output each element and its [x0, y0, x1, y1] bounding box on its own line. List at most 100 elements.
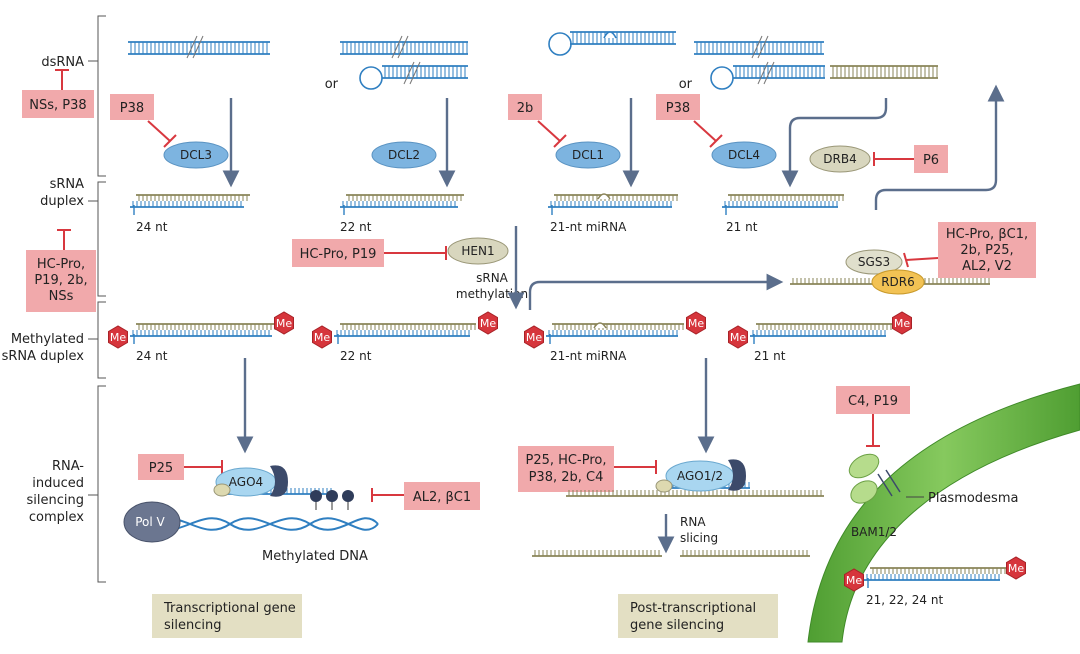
svg-text:P6: P6	[923, 153, 939, 168]
rna-slicing-label: RNA slicing	[680, 515, 718, 545]
plasmodesma: Plasmodesma BAM1/2	[848, 453, 1018, 539]
ago4-complex: AGO4	[213, 465, 334, 497]
svg-text:Me: Me	[480, 317, 496, 330]
suppressor-al2-bc1: AL2, βC1	[371, 482, 480, 510]
stage-labels: dsRNA sRNA duplex Methylated sRNA duplex…	[2, 55, 85, 525]
enzyme-rdr6: RDR6	[871, 269, 925, 295]
pathway-ptgs: Post-transcriptional gene silencing	[618, 594, 778, 638]
stage-label-dsrna: dsRNA	[41, 55, 84, 70]
svg-text:P25, HC-Pro,: P25, HC-Pro,	[526, 453, 607, 468]
svg-text:NSs, P38: NSs, P38	[29, 98, 86, 113]
stage-label-risc-4: complex	[29, 510, 84, 525]
methyl-hexagon: Me	[478, 311, 498, 335]
srna-duplex-21: 21 nt	[722, 194, 844, 234]
svg-text:P25: P25	[149, 461, 173, 476]
svg-text:HEN1: HEN1	[461, 244, 494, 258]
methylated-22: Me Me 22 nt	[312, 311, 498, 363]
srna-duplex-22: 22 nt	[340, 194, 464, 234]
enzyme-dcl2: DCL2	[371, 141, 437, 169]
svg-text:HC-Pro,: HC-Pro,	[37, 257, 85, 272]
svg-text:24 nt: 24 nt	[136, 220, 168, 234]
methyl-hexagon: Me	[274, 311, 294, 335]
srna-duplex-mirna: 21-nt miRNA	[548, 193, 678, 234]
mobile-srna: Me Me 21, 22, 24 nt	[844, 556, 1026, 607]
svg-text:DCL2: DCL2	[388, 148, 420, 162]
methyl-hexagon: Me	[312, 325, 332, 349]
suppressor-nss-p38: NSs, P38	[22, 69, 94, 118]
bam-label: BAM1/2	[851, 525, 897, 539]
suppressor-p25-group: P25, HC-Pro, P38, 2b, C4	[518, 446, 657, 492]
svg-text:Me: Me	[1008, 562, 1024, 575]
svg-text:2b, P25,: 2b, P25,	[960, 243, 1013, 258]
svg-text:Transcriptional gene: Transcriptional gene	[163, 601, 296, 616]
methyl-hexagon: Me	[892, 311, 912, 335]
svg-text:Me: Me	[276, 317, 292, 330]
svg-text:Me: Me	[314, 331, 330, 344]
stage-label-methylated-1: Methylated	[11, 332, 84, 347]
pathway-tgs: Transcriptional gene silencing	[152, 594, 302, 638]
svg-text:Me: Me	[730, 331, 746, 344]
svg-text:silencing: silencing	[164, 618, 221, 633]
enzyme-hen1: HEN1	[447, 237, 509, 265]
methylation-arrows	[507, 226, 784, 310]
plasmodesma-label: Plasmodesma	[928, 491, 1018, 506]
svg-text:Pol V: Pol V	[135, 515, 165, 529]
svg-text:DCL3: DCL3	[180, 148, 212, 162]
methylated-mirna: Me Me 21-nt miRNA	[524, 311, 706, 363]
svg-text:SGS3: SGS3	[858, 255, 890, 269]
dicing-arrows	[222, 84, 1005, 210]
stage-brackets	[88, 15, 106, 583]
svg-text:22 nt: 22 nt	[340, 349, 372, 363]
suppressor-p25: P25	[138, 454, 223, 480]
svg-text:AL2, V2: AL2, V2	[962, 259, 1012, 274]
svg-text:DRB4: DRB4	[823, 152, 856, 166]
methyl-groups-dna	[310, 490, 354, 510]
suppressor-hcpro-group: HC-Pro, βC1, 2b, P25, AL2, V2	[903, 222, 1036, 278]
svg-text:slicing: slicing	[680, 531, 718, 545]
svg-text:DCL4: DCL4	[728, 148, 760, 162]
enzyme-dcl3: DCL3	[163, 141, 229, 169]
stage-label-srna-1: sRNA	[50, 177, 85, 192]
suppressor-2b-dcl1: 2b	[508, 94, 567, 148]
svg-text:P38, 2b, C4: P38, 2b, C4	[529, 470, 604, 485]
svg-text:AGO1/2: AGO1/2	[677, 469, 723, 483]
risc-arrows	[236, 358, 715, 554]
stage-label-srna-2: duplex	[40, 194, 84, 209]
svg-text:AL2, βC1: AL2, βC1	[413, 490, 471, 505]
suppressor-hcpro-p19-2b-nss: HC-Pro, P19, 2b, NSs	[26, 229, 96, 312]
enzyme-dcl1: DCL1	[555, 141, 621, 169]
svg-text:21-nt miRNA: 21-nt miRNA	[550, 220, 627, 234]
suppressor-p6: P6	[914, 145, 948, 173]
svg-text:AGO4: AGO4	[229, 475, 263, 489]
svg-text:Post-transcriptional: Post-transcriptional	[630, 601, 756, 616]
dna-helix	[149, 517, 379, 531]
svg-text:21-nt miRNA: 21-nt miRNA	[550, 349, 627, 363]
svg-text:Me: Me	[894, 317, 910, 330]
methyl-hexagon: Me	[844, 568, 864, 592]
methylated-24: Me Me 24 nt	[108, 311, 294, 363]
or-label-1: or	[325, 77, 339, 92]
methylation-label: sRNA methylation	[456, 271, 528, 301]
pol-v: Pol V	[123, 501, 181, 543]
dsrna-col4: or	[679, 35, 938, 92]
svg-text:24 nt: 24 nt	[136, 349, 168, 363]
svg-text:21 nt: 21 nt	[726, 220, 758, 234]
stage-label-risc-2: induced	[32, 476, 84, 491]
svg-text:HC-Pro, P19: HC-Pro, P19	[300, 247, 377, 262]
svg-text:RDR6: RDR6	[881, 275, 915, 289]
svg-text:C4, P19: C4, P19	[848, 394, 898, 409]
svg-text:P38: P38	[120, 101, 144, 116]
suppressor-hcpro-p19: HC-Pro, P19	[292, 239, 447, 267]
sliced-rna	[532, 550, 810, 557]
svg-text:2b: 2b	[517, 101, 534, 116]
suppressor-p38-dcl4: P38	[656, 94, 723, 148]
methyl-hexagon: Me	[108, 325, 128, 349]
methyl-hexagon: Me	[728, 325, 748, 349]
svg-text:DCL1: DCL1	[572, 148, 604, 162]
methyl-hexagon: Me	[686, 311, 706, 335]
svg-text:Me: Me	[846, 574, 862, 587]
enzyme-dcl4: DCL4	[711, 141, 777, 169]
dsrna-col3-hairpin	[548, 31, 676, 56]
srna-duplex-24: 24 nt	[130, 194, 250, 234]
